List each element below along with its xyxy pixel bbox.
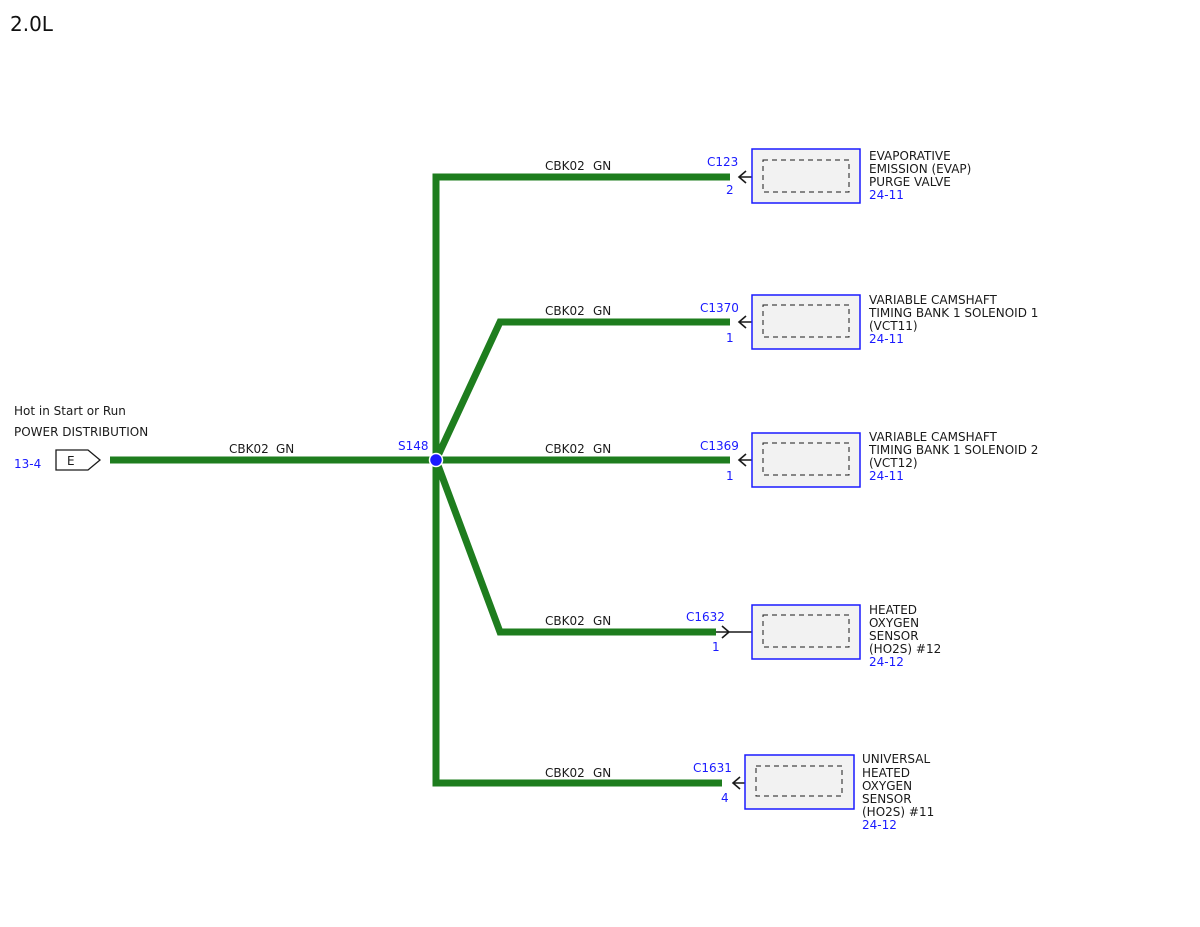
- page-title: 2.0L: [10, 12, 54, 36]
- component-page-ref[interactable]: 24-12: [862, 818, 897, 832]
- connector-id[interactable]: C1369: [700, 439, 739, 453]
- branch-c1370: CBK02 GN C1370 1 VARIABLE CAMSHAFT TIMIN…: [545, 293, 1038, 350]
- component-name-line: (VCT12): [869, 456, 918, 470]
- wire-code: CBK02: [545, 304, 585, 318]
- component-name-line: VARIABLE CAMSHAFT: [869, 293, 998, 307]
- component-name-line: (HO2S) #11: [862, 805, 934, 819]
- component-name-line: HEATED: [869, 603, 917, 617]
- power-page-ref[interactable]: 13-4: [14, 457, 41, 471]
- component-page-ref[interactable]: 24-12: [869, 655, 904, 669]
- component-name-line: VARIABLE CAMSHAFT: [869, 430, 998, 444]
- branch-wire-c1631: [432, 460, 722, 787]
- component-name-line: (VCT11): [869, 319, 918, 333]
- component-name-line: OXYGEN: [862, 779, 912, 793]
- component-box[interactable]: [751, 294, 861, 350]
- power-distribution-label: POWER DISTRIBUTION: [14, 425, 148, 439]
- component-page-ref[interactable]: 24-11: [869, 332, 904, 346]
- component-page-ref[interactable]: 24-11: [869, 188, 904, 202]
- feed-wire-code: CBK02: [229, 442, 269, 456]
- wire-color: GN: [593, 442, 611, 456]
- component-internal: [762, 614, 850, 648]
- component-name-line: TIMING BANK 1 SOLENOID 1: [868, 306, 1038, 320]
- wire-color: GN: [593, 304, 611, 318]
- component-internal: [755, 765, 843, 797]
- component-internal: [762, 159, 850, 193]
- component-name-line: OXYGEN: [869, 616, 919, 630]
- branch-c123: CBK02 GN C123 2 EVAPORATIVE EMISSION (EV…: [545, 148, 971, 204]
- branch-wire-c1370: [432, 318, 730, 462]
- power-connector-label: E: [67, 454, 75, 468]
- component-box[interactable]: [751, 604, 861, 660]
- branch-c1631: CBK02 GN C1631 4 UNIVERSAL HEATED OXYGEN…: [545, 752, 934, 832]
- component-page-ref[interactable]: 24-11: [869, 469, 904, 483]
- wire-color: GN: [593, 159, 611, 173]
- component-internal: [762, 304, 850, 338]
- pin-number: 1: [726, 469, 734, 483]
- component-box[interactable]: [751, 432, 861, 488]
- wire-code: CBK02: [545, 766, 585, 780]
- wire-code: CBK02: [545, 159, 585, 173]
- branch-c1369: CBK02 GN C1369 1 VARIABLE CAMSHAFT TIMIN…: [545, 430, 1038, 488]
- component-name-line: PURGE VALVE: [869, 175, 951, 189]
- pin-number: 2: [726, 183, 734, 197]
- connector-id[interactable]: C1370: [700, 301, 739, 315]
- connector-id[interactable]: C1632: [686, 610, 725, 624]
- component-box[interactable]: [751, 148, 861, 204]
- wire-color: GN: [593, 766, 611, 780]
- branch-wire-c1632: [432, 458, 716, 636]
- splice-point-icon: [428, 452, 444, 468]
- splice-label[interactable]: S148: [398, 439, 429, 453]
- component-name-line: HEATED: [862, 766, 910, 780]
- component-name-line: EMISSION (EVAP): [869, 162, 971, 176]
- component-name-line: EVAPORATIVE: [869, 149, 951, 163]
- feed-wire-color: GN: [276, 442, 294, 456]
- pin-number: 1: [712, 640, 720, 654]
- component-name-line: (HO2S) #12: [869, 642, 941, 656]
- component-internal: [762, 442, 850, 476]
- connector-id[interactable]: C123: [707, 155, 738, 169]
- wire-code: CBK02: [545, 442, 585, 456]
- wire-code: CBK02: [545, 614, 585, 628]
- power-state-label: Hot in Start or Run: [14, 404, 126, 418]
- component-name-line: SENSOR: [869, 629, 919, 643]
- connector-id[interactable]: C1631: [693, 761, 732, 775]
- branch-wire-c123: [432, 173, 730, 460]
- component-box[interactable]: [744, 754, 855, 810]
- pin-number: 4: [721, 791, 729, 805]
- component-name-line: TIMING BANK 1 SOLENOID 2: [868, 443, 1038, 457]
- component-name-line: SENSOR: [862, 792, 912, 806]
- branch-c1632: CBK02 GN C1632 1 HEATED OXYGEN SENSOR (H…: [545, 603, 941, 669]
- pin-number: 1: [726, 331, 734, 345]
- component-name-line: UNIVERSAL: [862, 752, 930, 766]
- wire-color: GN: [593, 614, 611, 628]
- connector-flag-icon: [55, 449, 102, 471]
